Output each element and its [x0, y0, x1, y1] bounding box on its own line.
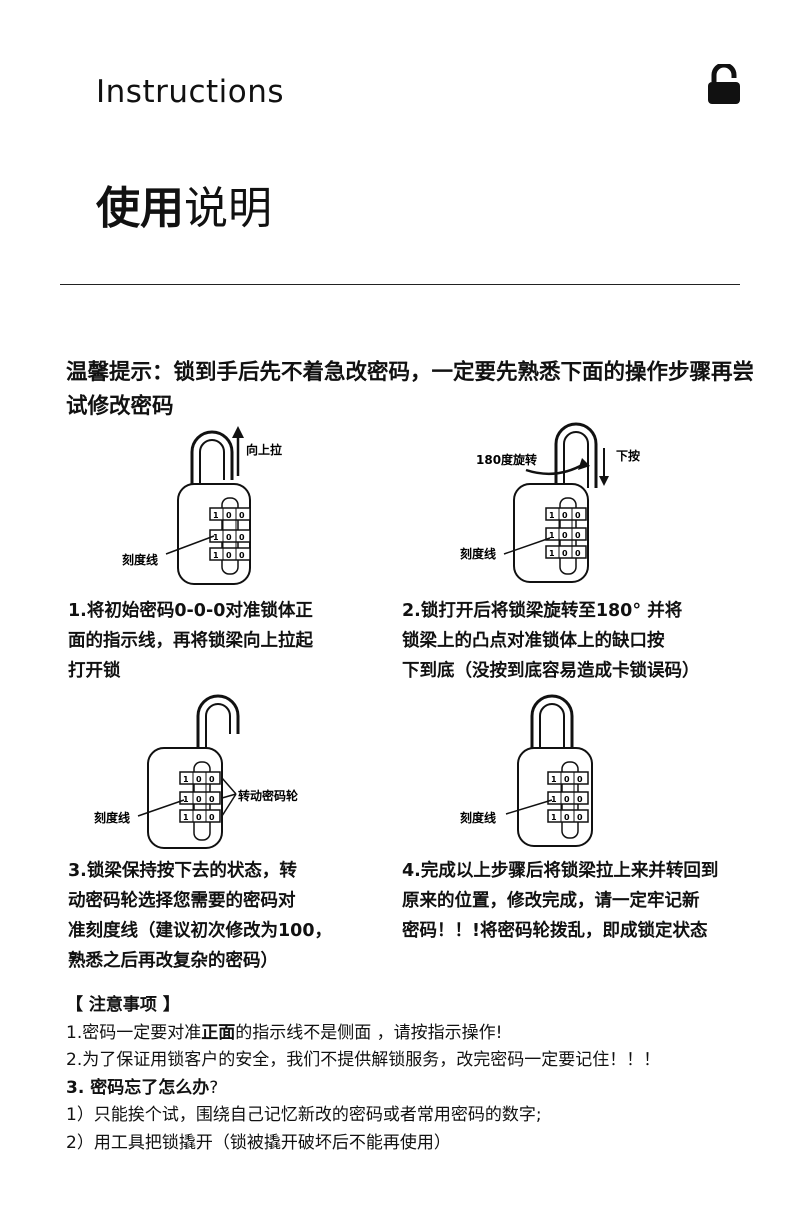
fig1-scale-line-label: 刻度线 [122, 552, 158, 567]
divider [60, 284, 740, 285]
svg-text:1: 1 [549, 531, 555, 540]
svg-text:0: 0 [575, 531, 581, 540]
note-2: 2.为了保证用锁客户的安全，我们不提供解锁服务，改完密码一定要记住！！！ [66, 1050, 661, 1070]
svg-text:0: 0 [226, 551, 232, 560]
svg-text:0: 0 [562, 511, 568, 520]
svg-text:0: 0 [564, 775, 570, 784]
page-title-bold: 使用 [96, 183, 184, 234]
fig4-scale-line-label: 刻度线 [460, 810, 496, 825]
fig2-press-down-label: 下按 [616, 448, 640, 463]
svg-text:1: 1 [551, 795, 557, 804]
fig1-pull-up-label: 向上拉 [246, 442, 282, 457]
svg-text:0: 0 [226, 533, 232, 542]
svg-text:0: 0 [196, 813, 202, 822]
svg-text:1: 1 [183, 775, 189, 784]
svg-text:0: 0 [239, 551, 245, 560]
fig2-scale-line-label: 刻度线 [460, 546, 496, 561]
svg-text:0: 0 [209, 795, 215, 804]
note-4: 1）只能挨个试，围绕自己记忆新改的密码或者常用密码的数字; [66, 1105, 542, 1125]
step-3-text: 3.锁梁保持按下去的状态，转 动密码轮选择您需要的密码对 准刻度线（建议初次修改… [68, 861, 333, 971]
fig2-rotate-label: 180度旋转 [476, 452, 537, 467]
svg-text:0: 0 [196, 795, 202, 804]
svg-text:0: 0 [239, 533, 245, 542]
step-1-text: 1.将初始密码0-0-0对准锁体正 面的指示线，再将锁梁向上拉起 打开锁 [68, 601, 313, 681]
note-5: 2）用工具把锁撬开（锁被撬开破坏后不能再使用） [66, 1132, 451, 1153]
notes-section: 【 注意事项 】 1.密码一定要对准正面的指示线不是侧面 ，请按指示操作! 2.… [66, 992, 766, 1157]
svg-text:0: 0 [209, 813, 215, 822]
svg-text:0: 0 [564, 813, 570, 822]
svg-text:1: 1 [213, 533, 219, 542]
svg-text:0: 0 [209, 775, 215, 784]
note-1: 1.密码一定要对准正面的指示线不是侧面 ，请按指示操作! [66, 1022, 503, 1043]
svg-text:1: 1 [183, 795, 189, 804]
svg-text:0: 0 [577, 775, 583, 784]
svg-text:1: 1 [551, 813, 557, 822]
note-3: 3. 密码忘了怎么办? [66, 1077, 219, 1098]
tip-text: 温馨提示：锁到手后先不着急改密码，一定要先熟悉下面的操作步骤再尝试修改密码 [66, 360, 755, 419]
svg-text:0: 0 [562, 549, 568, 558]
svg-text:0: 0 [577, 813, 583, 822]
page-title-light: 说明 [184, 183, 272, 234]
step-4-text: 4.完成以上步骤后将锁梁拉上来并转回到 原来的位置，修改完成，请一定牢记新 密码… [402, 861, 719, 941]
svg-text:1: 1 [213, 511, 219, 520]
svg-text:0: 0 [196, 775, 202, 784]
lock-icon [708, 64, 740, 104]
svg-text:1: 1 [551, 775, 557, 784]
svg-text:1: 1 [549, 511, 555, 520]
step-2-text: 2.锁打开后将锁梁旋转至180° 并将 锁梁上的凸点对准锁体上的缺口按 下到底（… [402, 601, 700, 681]
svg-text:0: 0 [577, 795, 583, 804]
svg-text:1: 1 [183, 813, 189, 822]
header-title: Instructions [96, 74, 285, 110]
svg-text:0: 0 [564, 795, 570, 804]
svg-text:1: 1 [549, 549, 555, 558]
svg-text:0: 0 [226, 511, 232, 520]
svg-text:0: 0 [562, 531, 568, 540]
svg-text:0: 0 [575, 549, 581, 558]
fig3-scale-line-label: 刻度线 [94, 810, 130, 825]
svg-text:1: 1 [213, 551, 219, 560]
fig3-wheel-label: 转动密码轮 [238, 788, 299, 803]
page-title: 使用说明 [96, 172, 272, 236]
svg-text:0: 0 [575, 511, 581, 520]
notes-heading: 【 注意事项 】 [66, 995, 180, 1015]
svg-text:0: 0 [239, 511, 245, 520]
down-arrow-icon [599, 476, 609, 486]
